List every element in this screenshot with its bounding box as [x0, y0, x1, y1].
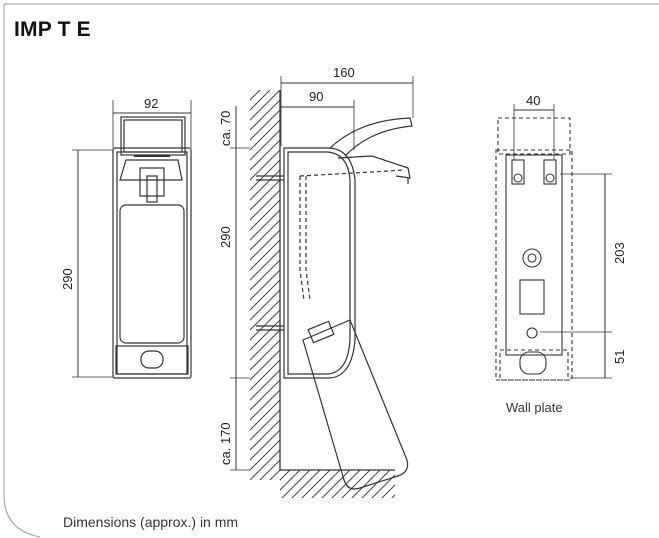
product-title: IMP T E: [14, 18, 91, 41]
wall-plate-caption: Wall plate: [506, 400, 563, 415]
front-view: [112, 116, 192, 379]
side-body-depth-label: 90: [309, 89, 323, 104]
side-top-clearance-label: ca. 70: [218, 111, 233, 146]
front-width-label: 92: [144, 96, 158, 111]
side-body-height-label: 290: [218, 226, 233, 248]
front-height-label: 290: [60, 268, 75, 290]
wall-section: [250, 90, 395, 498]
plate-hole-spacing-label: 203: [612, 242, 627, 264]
page-border: [3, 3, 659, 538]
wall-plate-view: [495, 117, 573, 381]
plate-bottom-offset-label: 51: [612, 350, 627, 364]
side-bottom-clearance-label: ca. 170: [218, 422, 233, 465]
dimensions-footnote: Dimensions (approx.) in mm: [63, 514, 239, 530]
plate-width-label: 40: [526, 93, 540, 108]
side-view: [256, 117, 413, 490]
side-total-depth-label: 160: [333, 65, 355, 80]
